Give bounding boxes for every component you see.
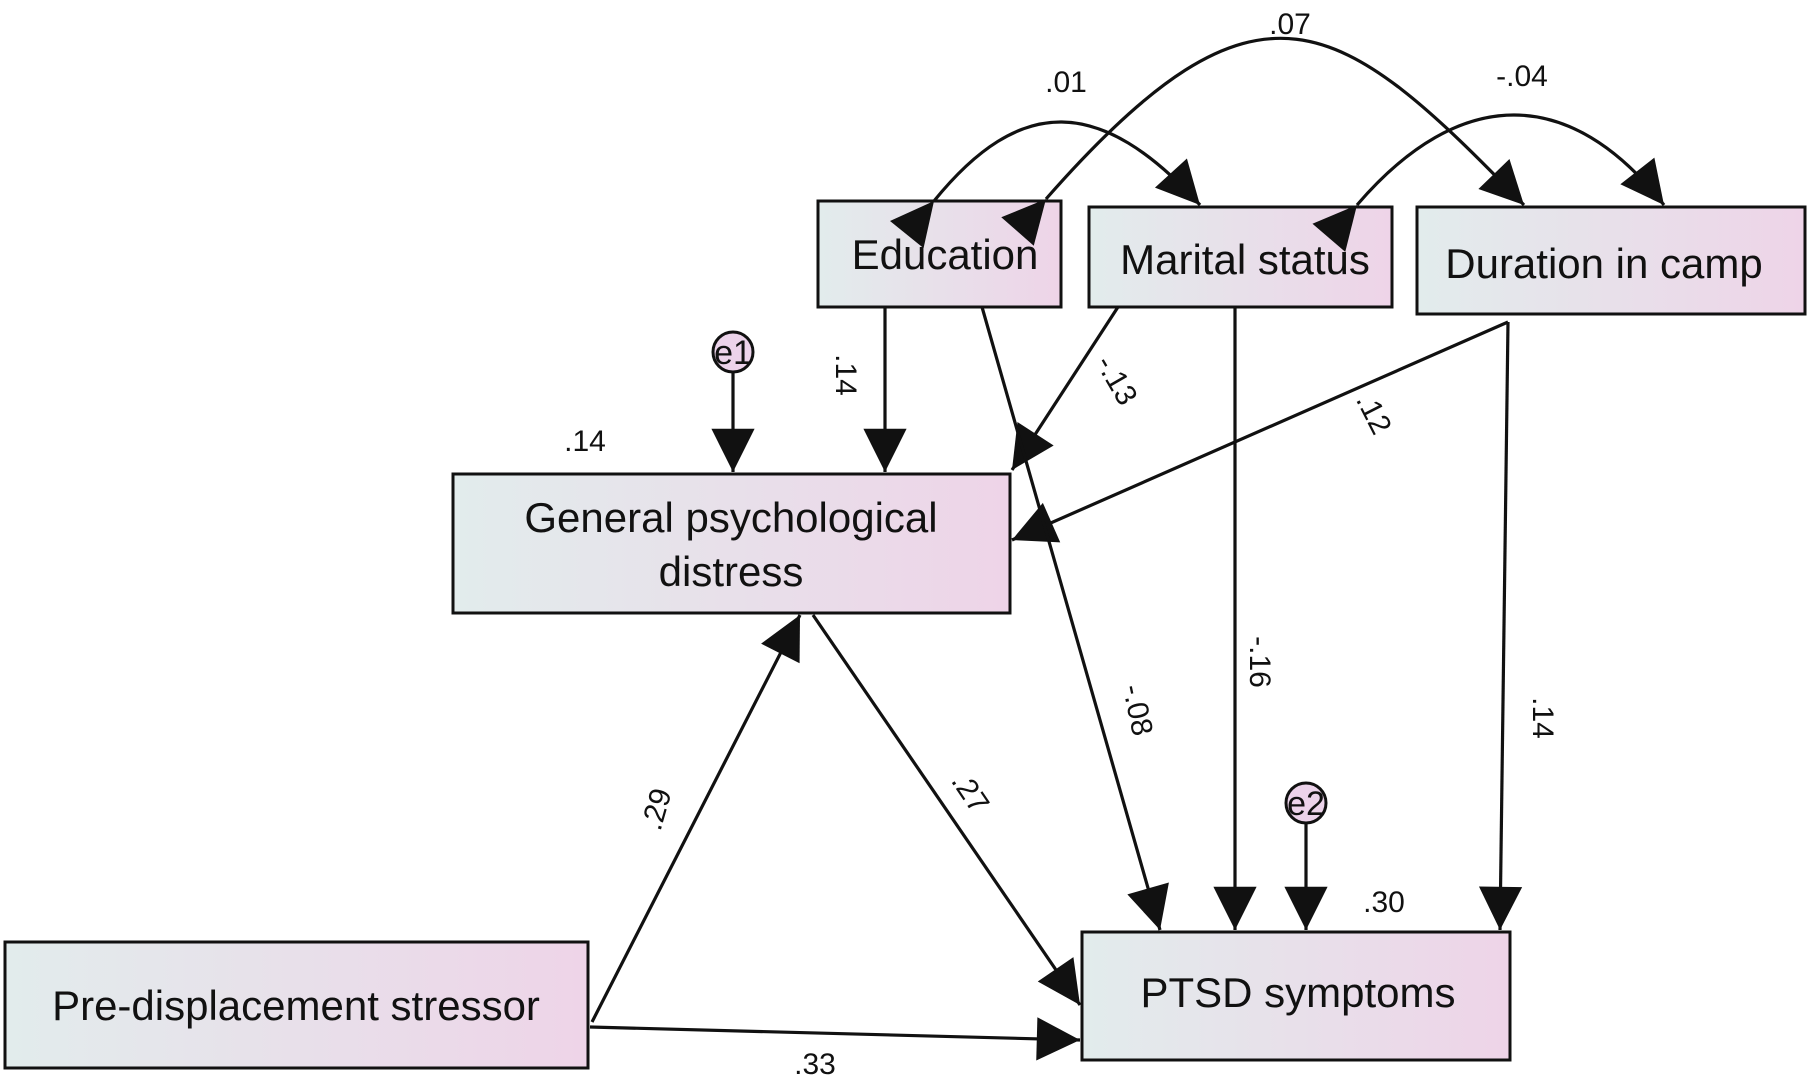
- node-duration-in-camp-label: Duration in camp: [1445, 240, 1762, 287]
- covariance-arc-education-duration: [1001, 36, 1526, 246]
- coef-covariance-marital-duration: -.04: [1496, 60, 1548, 93]
- coef-education-to-distress: .14: [829, 354, 862, 396]
- r-squared-ptsd: .30: [1363, 886, 1405, 919]
- coef-stressor-to-distress: .29: [635, 785, 678, 834]
- error-term-e1-label: e1: [714, 334, 752, 372]
- coef-covariance-education-duration: .07: [1269, 8, 1311, 41]
- coef-covariance-education-marital: .01: [1045, 66, 1087, 99]
- coef-marital-to-distress: -.13: [1089, 350, 1143, 411]
- error-term-e2: e2: [1284, 781, 1328, 825]
- node-education-label: Education: [852, 231, 1039, 278]
- node-ptsd-symptoms: PTSD symptoms: [1080, 930, 1512, 1062]
- coef-duration-to-ptsd: .14: [1526, 697, 1559, 739]
- coef-distress-to-ptsd: .27: [945, 766, 996, 819]
- node-distress-label-line2: distress: [659, 548, 804, 595]
- node-pre-displacement-stressor: Pre-displacement stressor: [3, 940, 590, 1070]
- node-ptsd-label: PTSD symptoms: [1140, 969, 1455, 1016]
- node-marital-status: Marital status: [1087, 205, 1394, 309]
- covariance-arc-marital-duration: [1312, 113, 1666, 252]
- error-term-e2-label: e2: [1287, 785, 1325, 823]
- path-marital-to-distress: [1010, 306, 1120, 471]
- coef-duration-to-distress: .12: [1349, 388, 1397, 440]
- node-duration-in-camp: Duration in camp: [1415, 205, 1807, 316]
- node-marital-status-label: Marital status: [1120, 236, 1370, 283]
- path-education-to-ptsd: [980, 306, 1169, 931]
- coef-marital-to-ptsd: -.16: [1243, 636, 1276, 688]
- path-duration-to-ptsd: [1478, 321, 1523, 931]
- path-stressor-to-ptsd: [589, 1017, 1081, 1061]
- node-education: Education: [816, 199, 1063, 309]
- path-stressor-to-distress: [590, 614, 802, 1023]
- coef-education-to-ptsd: -.08: [1116, 681, 1159, 738]
- coef-stressor-to-ptsd: .33: [794, 1048, 836, 1081]
- covariance-arc-education-marital: [889, 120, 1202, 249]
- error-term-e1: e1: [711, 330, 755, 374]
- node-distress-label-line1: General psychological: [524, 494, 937, 541]
- path-distress-to-ptsd: [811, 614, 1082, 1006]
- path-duration-to-distress: [1011, 320, 1509, 543]
- node-general-psychological-distress: General psychological distress: [451, 472, 1012, 615]
- node-pre-displacement-label: Pre-displacement stressor: [52, 982, 540, 1029]
- r-squared-distress: .14: [564, 425, 606, 458]
